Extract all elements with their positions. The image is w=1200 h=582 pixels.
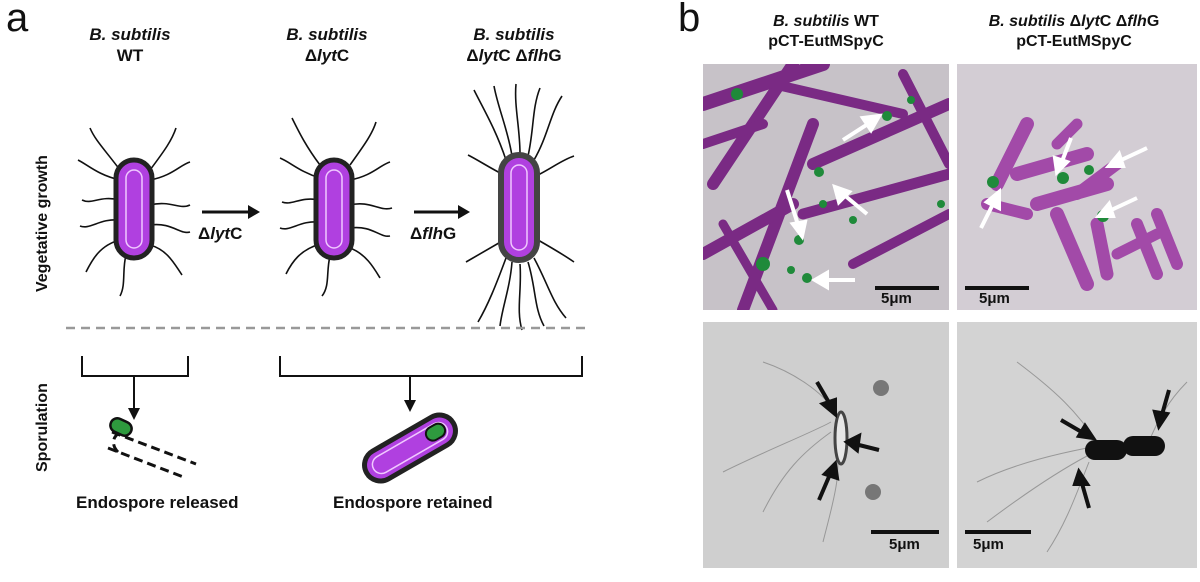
micrograph-wt-fluorescence: 5μm [703, 64, 949, 310]
arrow-wt-to-dlytc [202, 205, 260, 219]
micro-column-header-mutant: B. subtilis ΔlytC ΔflhG pCT-EutMSpyC [944, 12, 1200, 52]
column-species: B. subtilis [988, 13, 1066, 30]
column-species: B. subtilis [773, 13, 850, 30]
micrograph-wt-tem: 5μm [703, 322, 949, 568]
arrow-label-dflhg: ΔflhG [410, 224, 457, 243]
cell-with-endospore [362, 412, 458, 484]
column-genotype: ΔlytC ΔflhG [1069, 13, 1160, 30]
micro-column-header-wt: B. subtilis WT pCT-EutMSpyC [696, 12, 956, 52]
scale-bar-label: 5μm [881, 290, 912, 307]
cell-dlytc [313, 157, 355, 261]
strain-species: B. subtilis [473, 25, 555, 44]
scale-bar-label: 5μm [973, 536, 1004, 553]
strain-species: B. subtilis [89, 25, 171, 44]
strain-label-wt: B. subtilis WT [30, 24, 230, 66]
cell-wt [113, 157, 155, 261]
bracket-wt [81, 356, 189, 412]
outcome-retained: Endospore retained [333, 493, 493, 512]
cell-dlytc-dflhg [498, 152, 540, 263]
strain-genotype: WT [116, 46, 144, 65]
retained-endospore [424, 422, 447, 442]
column-plasmid: pCT-EutMSpyC [1016, 33, 1132, 50]
bracket-mutants [279, 356, 583, 404]
panel-a-letter: a [6, 0, 29, 40]
micrograph-mutant-tem: 5μm [957, 322, 1197, 568]
column-genotype: WT [854, 13, 879, 30]
scale-bar-label: 5μm [979, 290, 1010, 307]
panel-b-letter: b [678, 0, 701, 40]
strain-label-dlytc: B. subtilis ΔlytC [227, 24, 427, 66]
scale-bar-label: 5μm [889, 536, 920, 553]
strain-genotype: ΔlytC ΔflhG [466, 46, 562, 65]
outcome-released: Endospore released [76, 493, 239, 512]
panel-a-schematic [66, 83, 588, 484]
lysed-mother-cell [107, 430, 197, 480]
strain-species: B. subtilis [286, 25, 368, 44]
arrow-dlytc-to-dflhg [414, 205, 470, 219]
released-endospore [109, 417, 133, 437]
column-plasmid: pCT-EutMSpyC [768, 33, 884, 50]
flagella-dlytc-dflhg [465, 83, 575, 331]
strain-genotype: ΔlytC [304, 46, 350, 65]
arrow-label-dlytc: ΔlytC [198, 224, 243, 243]
strain-label-dlytc-dflhg: B. subtilis ΔlytC ΔflhG [414, 24, 614, 66]
micrograph-mutant-fluorescence: 5μm [957, 64, 1197, 310]
